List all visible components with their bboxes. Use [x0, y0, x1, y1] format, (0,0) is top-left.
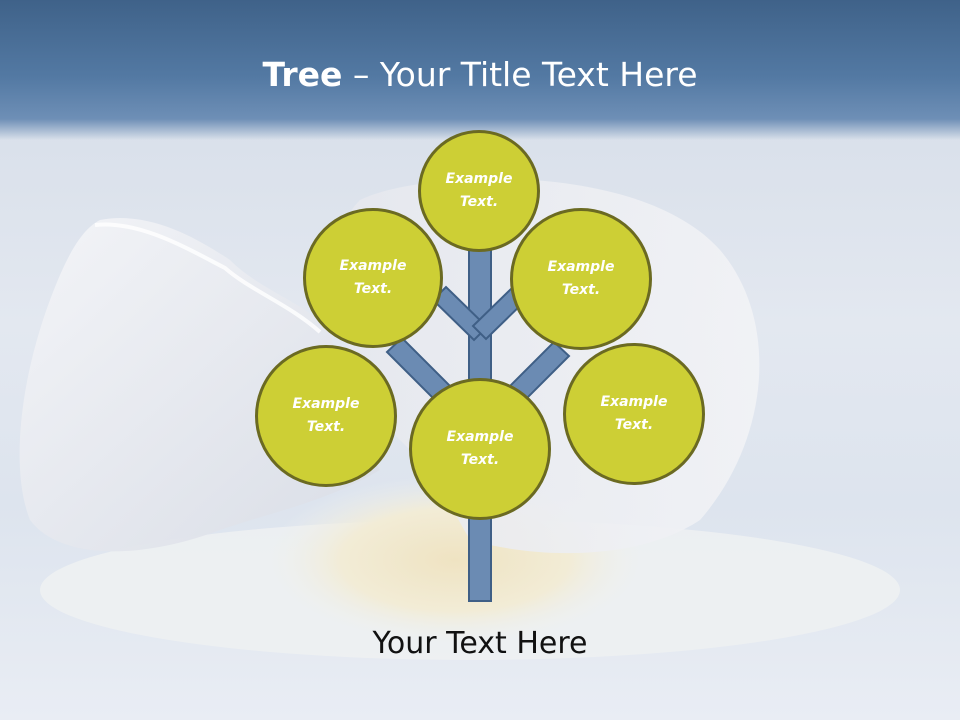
node-top-label: Example Text.	[445, 171, 513, 210]
node-lower-left-label: Example Text.	[292, 396, 360, 435]
title-rest: – Your Title Text Here	[342, 55, 698, 94]
node-lower-right-label: Example Text.	[600, 394, 668, 433]
node-upper-right-label: Example Text.	[547, 259, 615, 298]
node-top: Example Text.	[418, 130, 540, 252]
node-upper-left: Example Text.	[303, 208, 443, 348]
node-upper-left-label: Example Text.	[339, 258, 407, 297]
node-lower-right: Example Text.	[563, 343, 705, 485]
caption-text: Your Text Here	[372, 626, 588, 661]
page-title: Tree – Your Title Text Here	[0, 52, 960, 98]
node-upper-right: Example Text.	[510, 208, 652, 350]
node-center-label: Example Text.	[446, 429, 514, 468]
title-strong: Tree	[262, 55, 343, 94]
node-lower-left: Example Text.	[255, 345, 397, 487]
title-band	[0, 0, 960, 140]
node-center: Example Text.	[409, 378, 551, 520]
